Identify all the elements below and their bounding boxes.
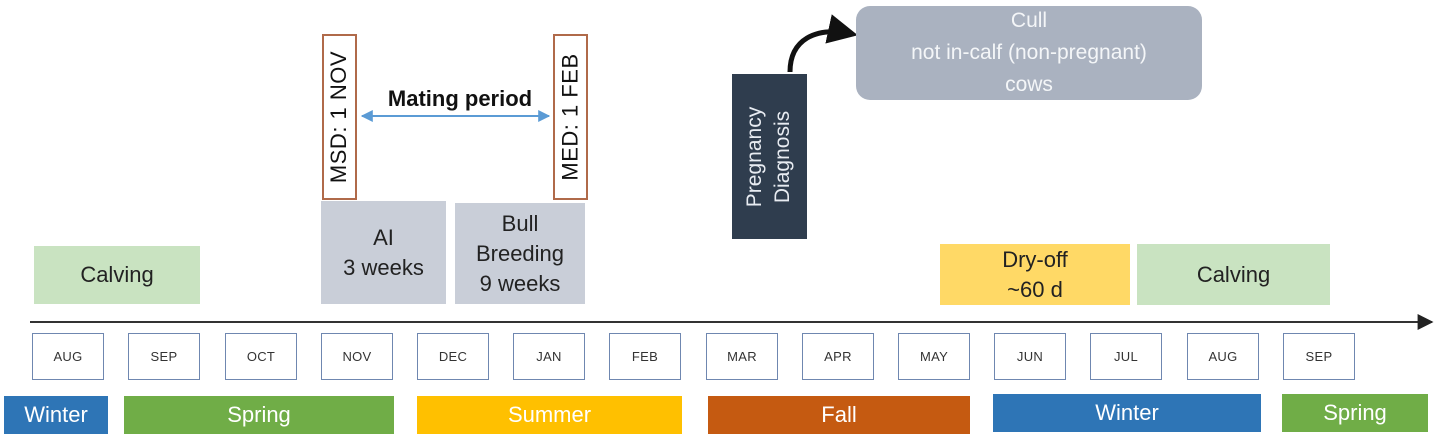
month-nov: NOV	[321, 333, 393, 380]
season-summer: Summer	[417, 396, 682, 434]
season-spring-1: Spring	[124, 396, 394, 434]
season-winter-2: Winter	[993, 394, 1261, 432]
msd-label: MSD: 1 NOV	[326, 50, 352, 184]
cull-box: Cull not in-calf (non-pregnant) cows	[856, 6, 1202, 100]
month-sep-2: SEP	[1283, 333, 1355, 380]
calving-box-2: Calving	[1137, 244, 1330, 305]
season-fall: Fall	[708, 396, 970, 434]
month-apr: APR	[802, 333, 874, 380]
breeding-label: Breeding	[475, 240, 565, 266]
dry-off-duration: ~60 d	[1007, 276, 1063, 302]
mating-period-label: Mating period	[387, 86, 533, 111]
pregnancy-diagnosis-box: Pregnancy Diagnosis	[732, 74, 807, 239]
pregnancy-diagnosis-label: Pregnancy Diagnosis	[742, 106, 798, 206]
msd-marker: MSD: 1 NOV	[322, 34, 357, 200]
ai-duration: 3 weeks	[343, 254, 424, 280]
bull-label: Bull	[501, 210, 539, 236]
cull-title: Cull	[1010, 9, 1048, 32]
month-sep-1: SEP	[128, 333, 200, 380]
diagnosis-label: Diagnosis	[771, 110, 795, 203]
season-winter-1: Winter	[4, 396, 108, 434]
dry-off-box: Dry-off ~60 d	[940, 244, 1130, 305]
dry-off-label: Dry-off	[1002, 246, 1068, 272]
month-oct: OCT	[225, 333, 297, 380]
cull-object: cows	[1005, 73, 1053, 96]
month-may: MAY	[898, 333, 970, 380]
month-feb: FEB	[609, 333, 681, 380]
bull-duration: 9 weeks	[479, 270, 561, 296]
month-aug-1: AUG	[32, 333, 104, 380]
pregnancy-label: Pregnancy	[743, 106, 767, 207]
calving-label-1: Calving	[80, 262, 154, 287]
season-spring-2: Spring	[1282, 394, 1428, 432]
month-dec: DEC	[417, 333, 489, 380]
month-jan: JAN	[513, 333, 585, 380]
month-aug-2: AUG	[1187, 333, 1259, 380]
med-label: MED: 1 FEB	[557, 53, 583, 181]
cull-curved-arrow	[787, 14, 858, 73]
bull-breeding-box: Bull Breeding 9 weeks	[455, 203, 585, 304]
month-jun: JUN	[994, 333, 1066, 380]
ai-box: AI 3 weeks	[321, 201, 446, 304]
calving-label-2: Calving	[1196, 261, 1271, 287]
med-marker: MED: 1 FEB	[553, 34, 588, 200]
month-mar: MAR	[706, 333, 778, 380]
calving-box-1: Calving	[34, 246, 200, 304]
cull-subtitle: not in-calf (non-pregnant)	[911, 41, 1147, 64]
ai-label: AI	[373, 224, 394, 250]
month-jul: JUL	[1090, 333, 1162, 380]
